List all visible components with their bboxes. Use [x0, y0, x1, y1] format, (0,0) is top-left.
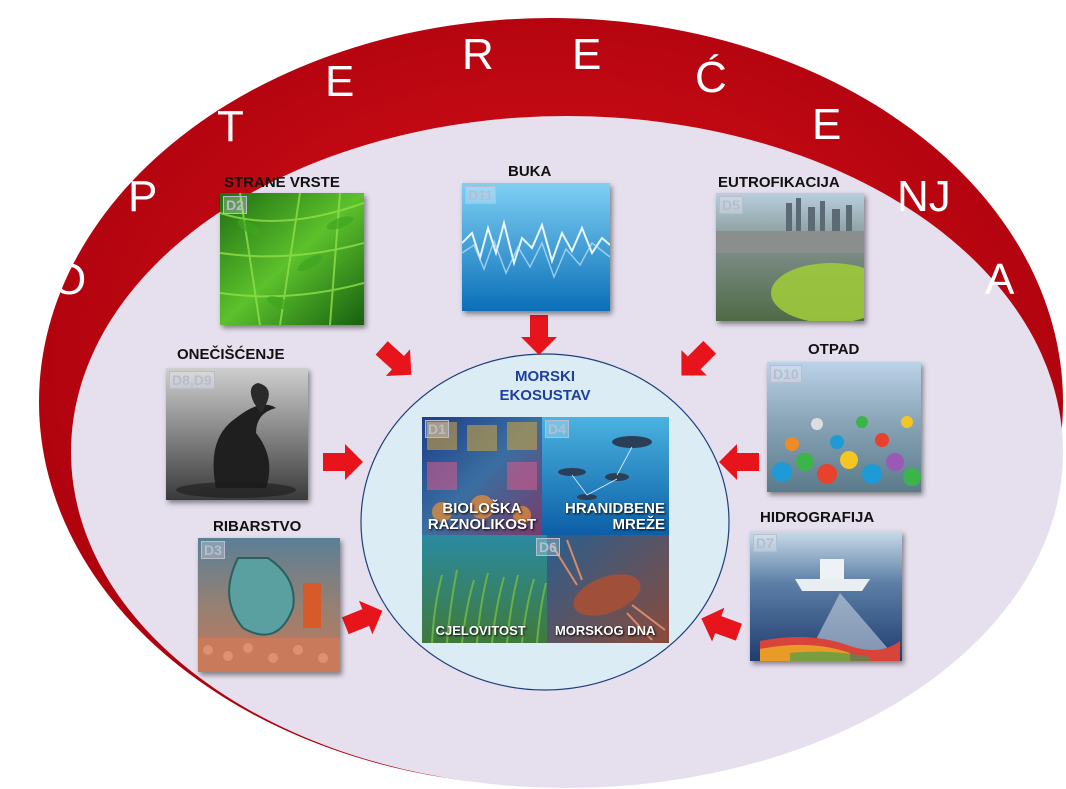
quadrant-biodiversity: D1 BIOLOŠKA RAZNOLIKOST: [422, 417, 542, 535]
quadrant-biodiversity-label: BIOLOŠKA RAZNOLIKOST: [422, 501, 542, 533]
ecosystem-title: MORSKI EKOSUSTAV: [470, 368, 620, 406]
quadrant-food-webs-label: HRANIDBENE MREŽE: [542, 501, 669, 533]
photo-fern: D2: [220, 193, 364, 325]
photo-oil-bird: D8,D9: [166, 368, 308, 500]
biodiversity-line2: RAZNOLIKOST: [427, 515, 537, 533]
photo-algae: D5: [716, 193, 864, 321]
tag-d7: D7: [753, 534, 777, 552]
ring-letter-e3: E: [812, 100, 842, 149]
ring-letter-r: R: [462, 30, 494, 79]
tag-d6: D6: [536, 538, 560, 556]
arrow-ribarstvo: [341, 600, 383, 635]
label-hidrografija: HIDROGRAFIJA: [760, 509, 875, 526]
label-strane-vrste: STRANE VRSTE: [224, 174, 340, 191]
tag-d2: D2: [223, 196, 247, 214]
food-webs-line2: MREŽE: [612, 515, 666, 533]
seafloor-line1: CJELOVITOST: [435, 623, 526, 638]
ring-letter-p: P: [128, 172, 158, 221]
photo-fishing: D3: [198, 538, 340, 672]
ecosystem-title-line1: MORSKI: [515, 368, 575, 385]
label-ribarstvo: RIBARSTVO: [213, 518, 302, 535]
tag-d5: D5: [719, 196, 743, 214]
label-buka: BUKA: [508, 163, 552, 180]
photo-noise: D11: [462, 183, 610, 311]
arrow-buka: [521, 315, 557, 355]
quadrant-seafloor-seagrass: [422, 535, 547, 643]
seafloor-line2: MORSKOG DNA: [554, 623, 656, 638]
quadrant-seafloor-lobster: [547, 535, 669, 643]
tag-d11: D11: [465, 186, 496, 204]
ring-letter-t: T: [217, 102, 244, 151]
label-onecisenje: ONEČIŠĆENJE: [177, 346, 285, 363]
ring-letter-a: A: [985, 255, 1015, 304]
ecosystem-title-line2: EKOSUSTAV: [499, 386, 591, 404]
arrow-onecisenje: [323, 444, 363, 480]
photo-sonar-ship: D7: [750, 531, 902, 661]
arrow-strane-vrste: [375, 341, 412, 377]
food-webs-line1: HRANIDBENE: [564, 500, 665, 517]
tag-d3: D3: [201, 541, 225, 559]
tag-d8-d9: D8,D9: [169, 371, 215, 389]
arrow-otpad: [719, 444, 759, 480]
arrow-eutrofikacija: [681, 340, 717, 376]
ring-letter-nj: NJ: [897, 172, 951, 221]
quadrant-seafloor-label: CJELOVITOST MORSKOG DNA: [422, 624, 669, 638]
ring-letter-e2: E: [572, 30, 602, 79]
tag-d4: D4: [545, 420, 569, 438]
photo-litter: D10: [767, 362, 921, 492]
ring-letter-o: O: [52, 255, 87, 304]
arrow-hidrografija: [701, 607, 742, 642]
tag-d1: D1: [425, 420, 449, 438]
arrows: [323, 315, 759, 642]
label-otpad: OTPAD: [808, 341, 860, 358]
quadrant-food-webs: D4 HRANIDBENE MREŽE: [542, 417, 669, 535]
tag-d10: D10: [770, 365, 802, 383]
ring-letter-c: Ć: [695, 53, 727, 102]
biodiversity-line1: BIOLOŠKA: [442, 500, 522, 517]
ring-letter-e1: E: [325, 57, 355, 106]
label-eutrofikacija: EUTROFIKACIJA: [718, 174, 840, 191]
